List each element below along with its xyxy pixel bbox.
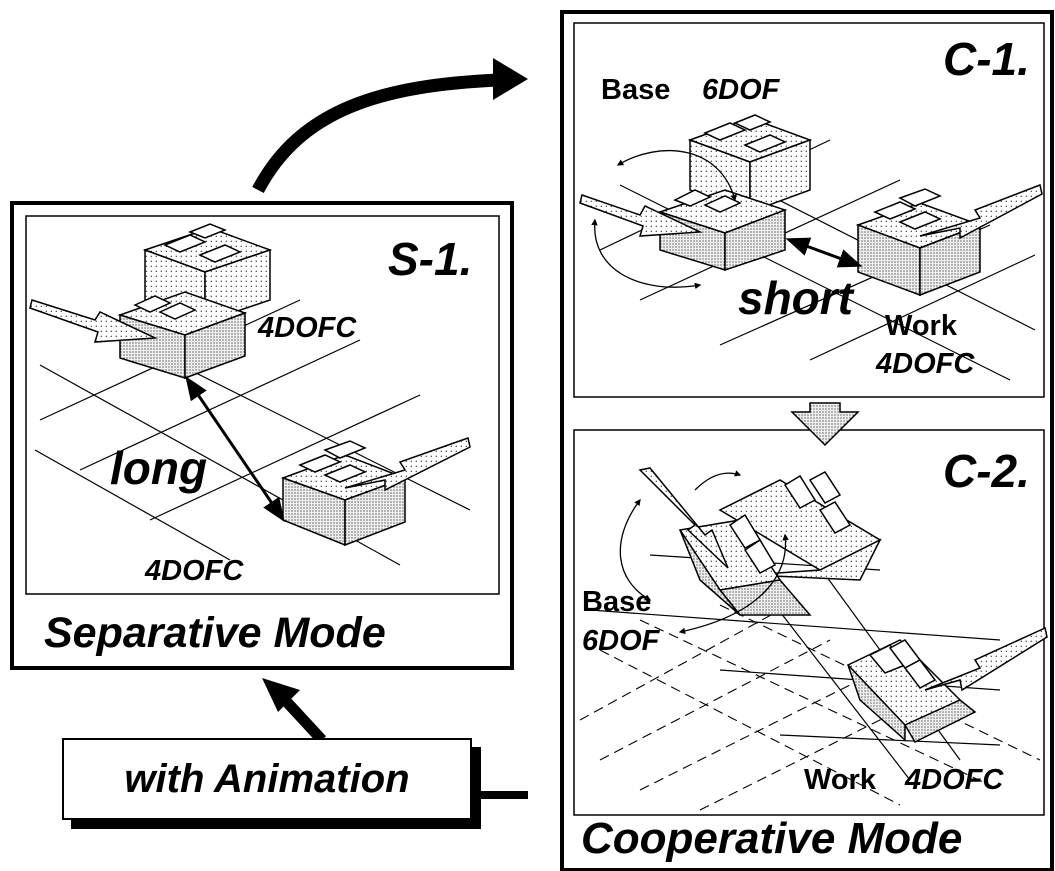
c2-base-word: Base — [582, 586, 652, 618]
s1-panel-label: S-1. — [388, 233, 473, 285]
mode-switch-arrowhead — [493, 58, 528, 100]
c2-work-robot — [846, 626, 1048, 743]
s1-distance-label: long — [110, 442, 208, 494]
cooperative-mode-title: Cooperative Mode — [581, 814, 963, 863]
s1-lower-dof-label: 4DOFC — [145, 555, 244, 587]
c1-panel-label: C-1. — [943, 33, 1030, 85]
s1-upper-dof-label: 4DOFC — [258, 312, 357, 344]
c1-to-c2-arrow — [790, 402, 860, 447]
c1-base-dof: 6DOF — [702, 74, 780, 106]
c2-base-dof: 6DOF — [582, 625, 660, 657]
c2-work-dof: 4DOFC — [905, 764, 1004, 796]
s1-upper-robot — [29, 223, 273, 380]
separative-mode-title: Separative Mode — [44, 609, 386, 657]
c1-base-word: Base — [601, 74, 671, 106]
c1-rotation-arrow-left — [591, 218, 702, 290]
c2-rotation-arrow-right — [678, 533, 789, 635]
with-animation-label: with Animation — [124, 757, 410, 801]
c1-work-robot — [855, 183, 1043, 297]
c2-rotation-arrow-top — [694, 470, 742, 491]
s1-lower-robot — [280, 437, 471, 547]
s1-long-distance-arrow — [185, 376, 285, 522]
with-animation-box: with Animation — [62, 738, 472, 820]
c1-rotation-arrow-top — [616, 149, 737, 202]
animation-arrowhead — [262, 678, 300, 712]
c1-distance-label: short — [738, 272, 853, 324]
c1-work-word: Work — [885, 310, 957, 342]
c2-panel-label: C-2. — [943, 445, 1030, 497]
c1-short-distance-arrow — [785, 237, 863, 268]
mode-switch-arrow — [252, 73, 501, 194]
c1-work-dof: 4DOFC — [876, 348, 975, 380]
c2-rotation-arrow-left — [619, 498, 652, 601]
c2-work-word: Work — [804, 764, 876, 796]
animation-arrow-shaft — [280, 696, 327, 744]
